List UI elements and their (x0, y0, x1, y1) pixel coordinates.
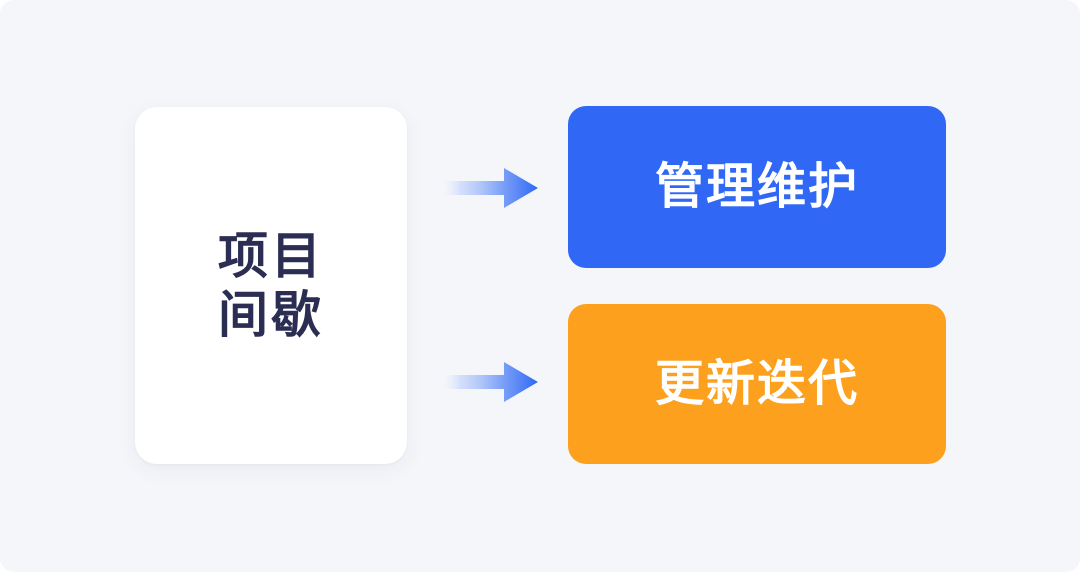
manage-maintain-label: 管理维护 (654, 159, 859, 214)
update-iterate-label: 更新迭代 (654, 356, 859, 411)
source-card-line-2: 间歇 (218, 286, 324, 343)
project-interval-card: 项目 间歇 (135, 107, 407, 464)
arrow-right-icon (438, 359, 538, 405)
update-iterate-button[interactable]: 更新迭代 (568, 304, 946, 464)
arrow-right-icon (438, 165, 538, 211)
source-card-line-1: 项目 (218, 227, 324, 284)
manage-maintain-button[interactable]: 管理维护 (568, 106, 946, 268)
